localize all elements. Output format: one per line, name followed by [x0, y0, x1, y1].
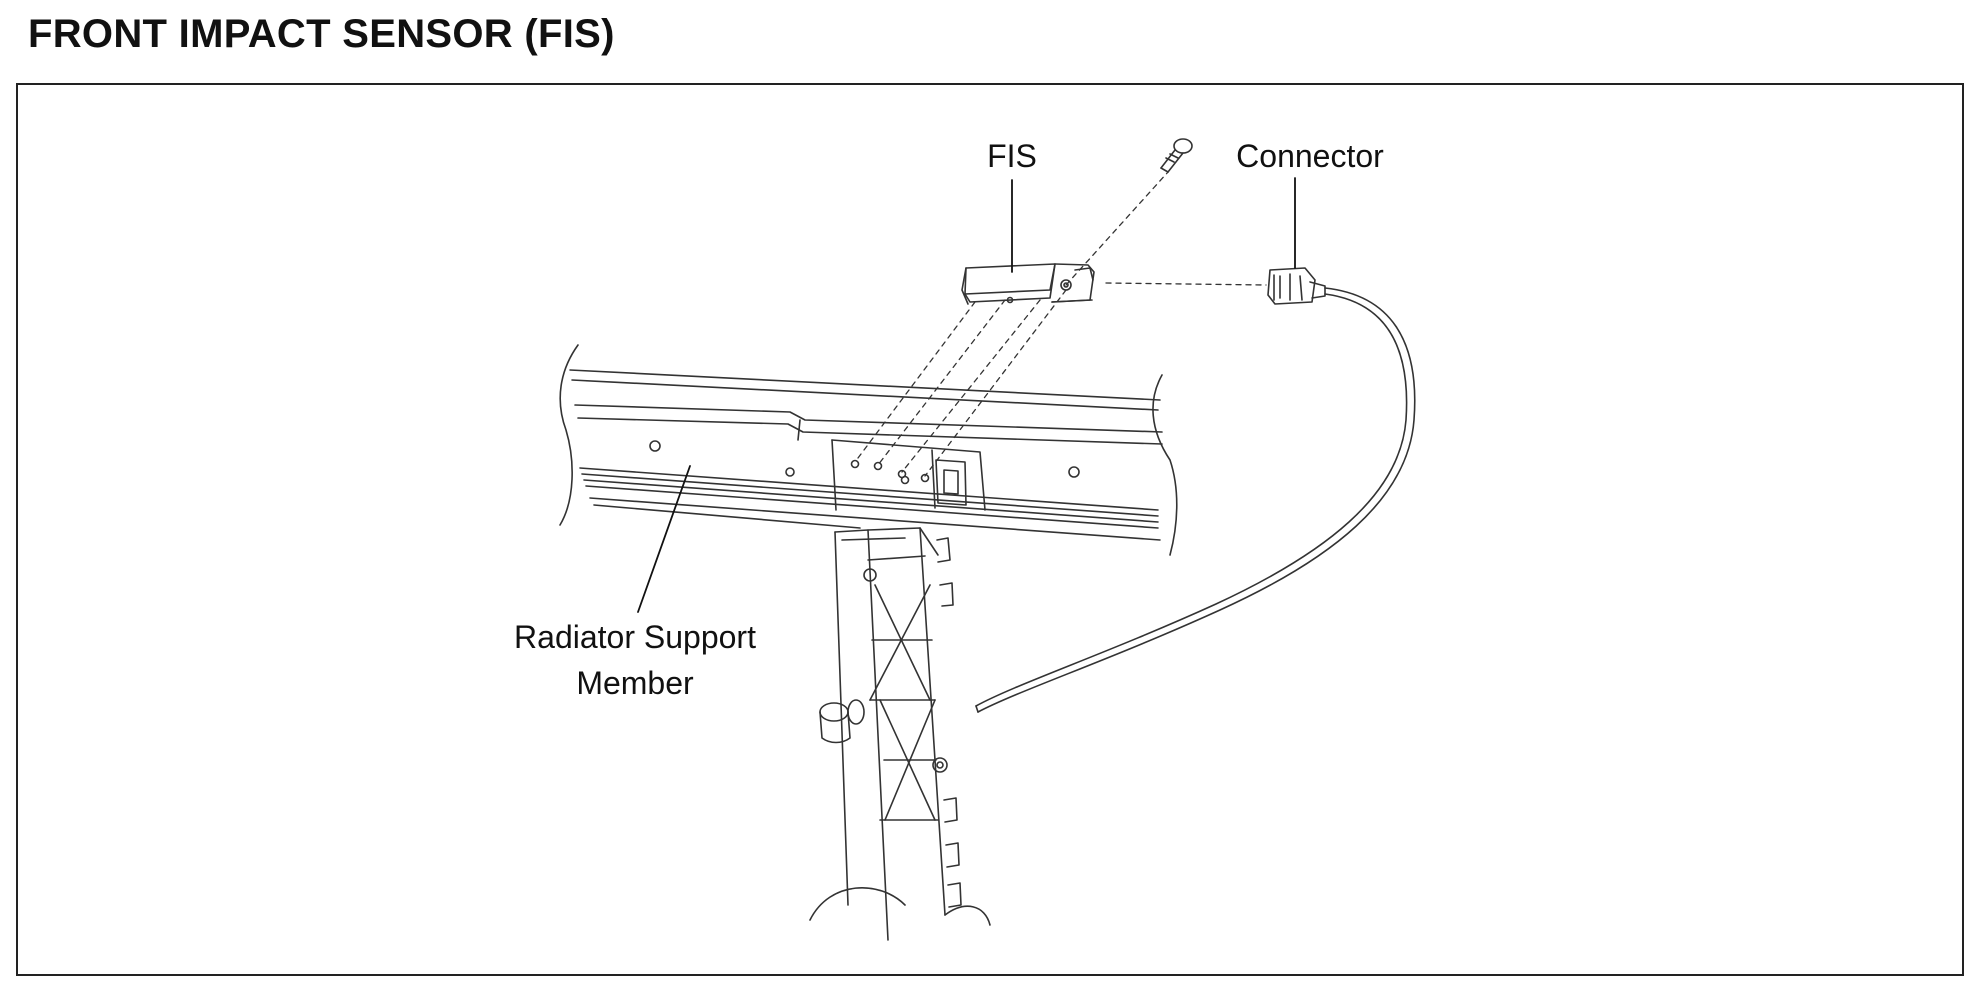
page-title: FRONT IMPACT SENSOR (FIS) [28, 12, 615, 56]
alignment-guides [854, 171, 1267, 477]
fis-sensor [961, 263, 1095, 305]
radiator-support-label-line2: Member [576, 665, 694, 701]
radiator-support-label-line1: Radiator Support [514, 619, 756, 655]
connector-label: Connector [1236, 138, 1384, 174]
radiator-leader-line [637, 465, 691, 613]
figure-frame [16, 83, 1964, 976]
wire-harness [975, 287, 1416, 713]
radiator-support-member [559, 344, 1178, 556]
fis-label: FIS [987, 138, 1037, 174]
connector-plug [1267, 267, 1326, 305]
vertical-support-bracket [809, 527, 991, 941]
bolt-icon [1160, 138, 1193, 173]
